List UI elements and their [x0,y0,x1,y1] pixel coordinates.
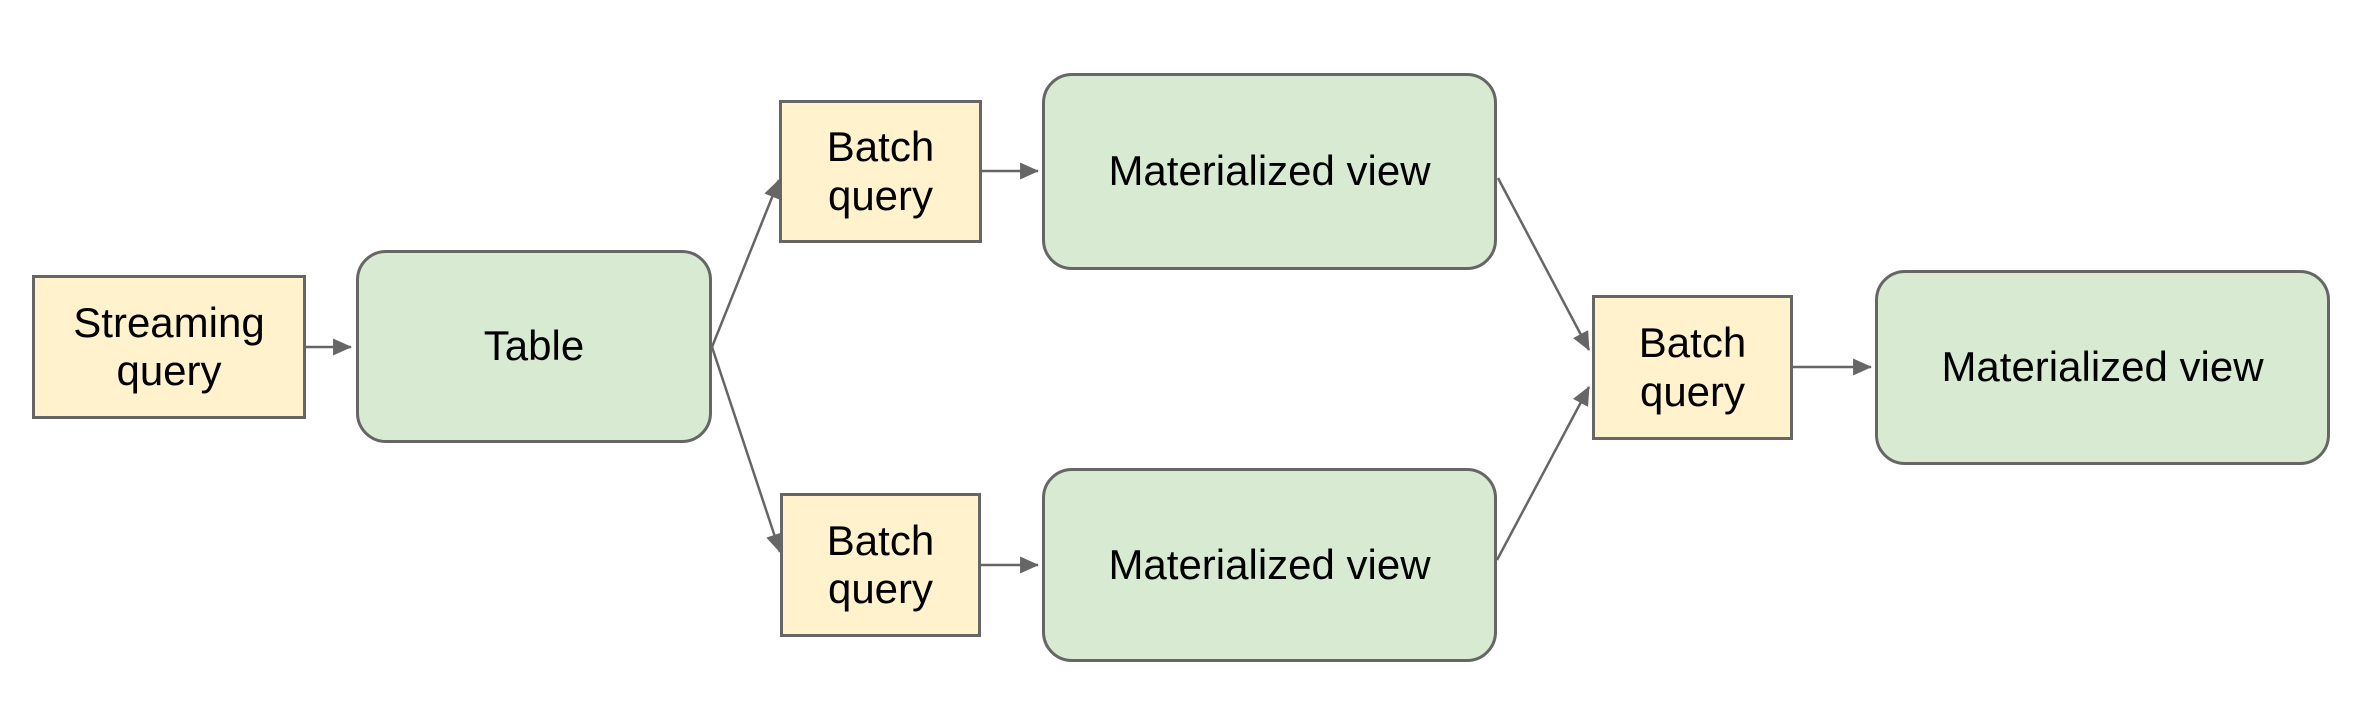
node-materialized-view-bottom-label: Materialized view [1108,540,1431,588]
edge-table-to-batch-query-bottom [710,346,783,553]
node-table: Table [356,250,712,443]
node-materialized-view-final: Materialized view [1875,270,2330,465]
node-batch-query-bottom: Batch query [780,493,981,637]
node-materialized-view-top: Materialized view [1042,73,1497,270]
edge-materialized-view-top-to-batch-query-right [1496,177,1591,351]
edge-materialized-view-bottom-to-batch-query-right [1495,386,1591,561]
node-batch-query-bottom-label: Batch query [826,516,935,612]
node-materialized-view-bottom: Materialized view [1042,468,1497,662]
node-materialized-view-top-label: Materialized view [1108,147,1431,195]
node-batch-query-top-label: Batch query [826,123,935,219]
node-batch-query-right: Batch query [1592,295,1793,440]
node-batch-query-right-label: Batch query [1638,319,1747,415]
node-streaming-query: Streaming query [32,275,306,419]
node-batch-query-top: Batch query [779,100,982,243]
node-streaming-query-label: Streaming query [73,298,265,394]
node-materialized-view-final-label: Materialized view [1941,343,2264,391]
node-table-label: Table [483,322,585,370]
edge-table-to-batch-query-top [710,179,781,348]
